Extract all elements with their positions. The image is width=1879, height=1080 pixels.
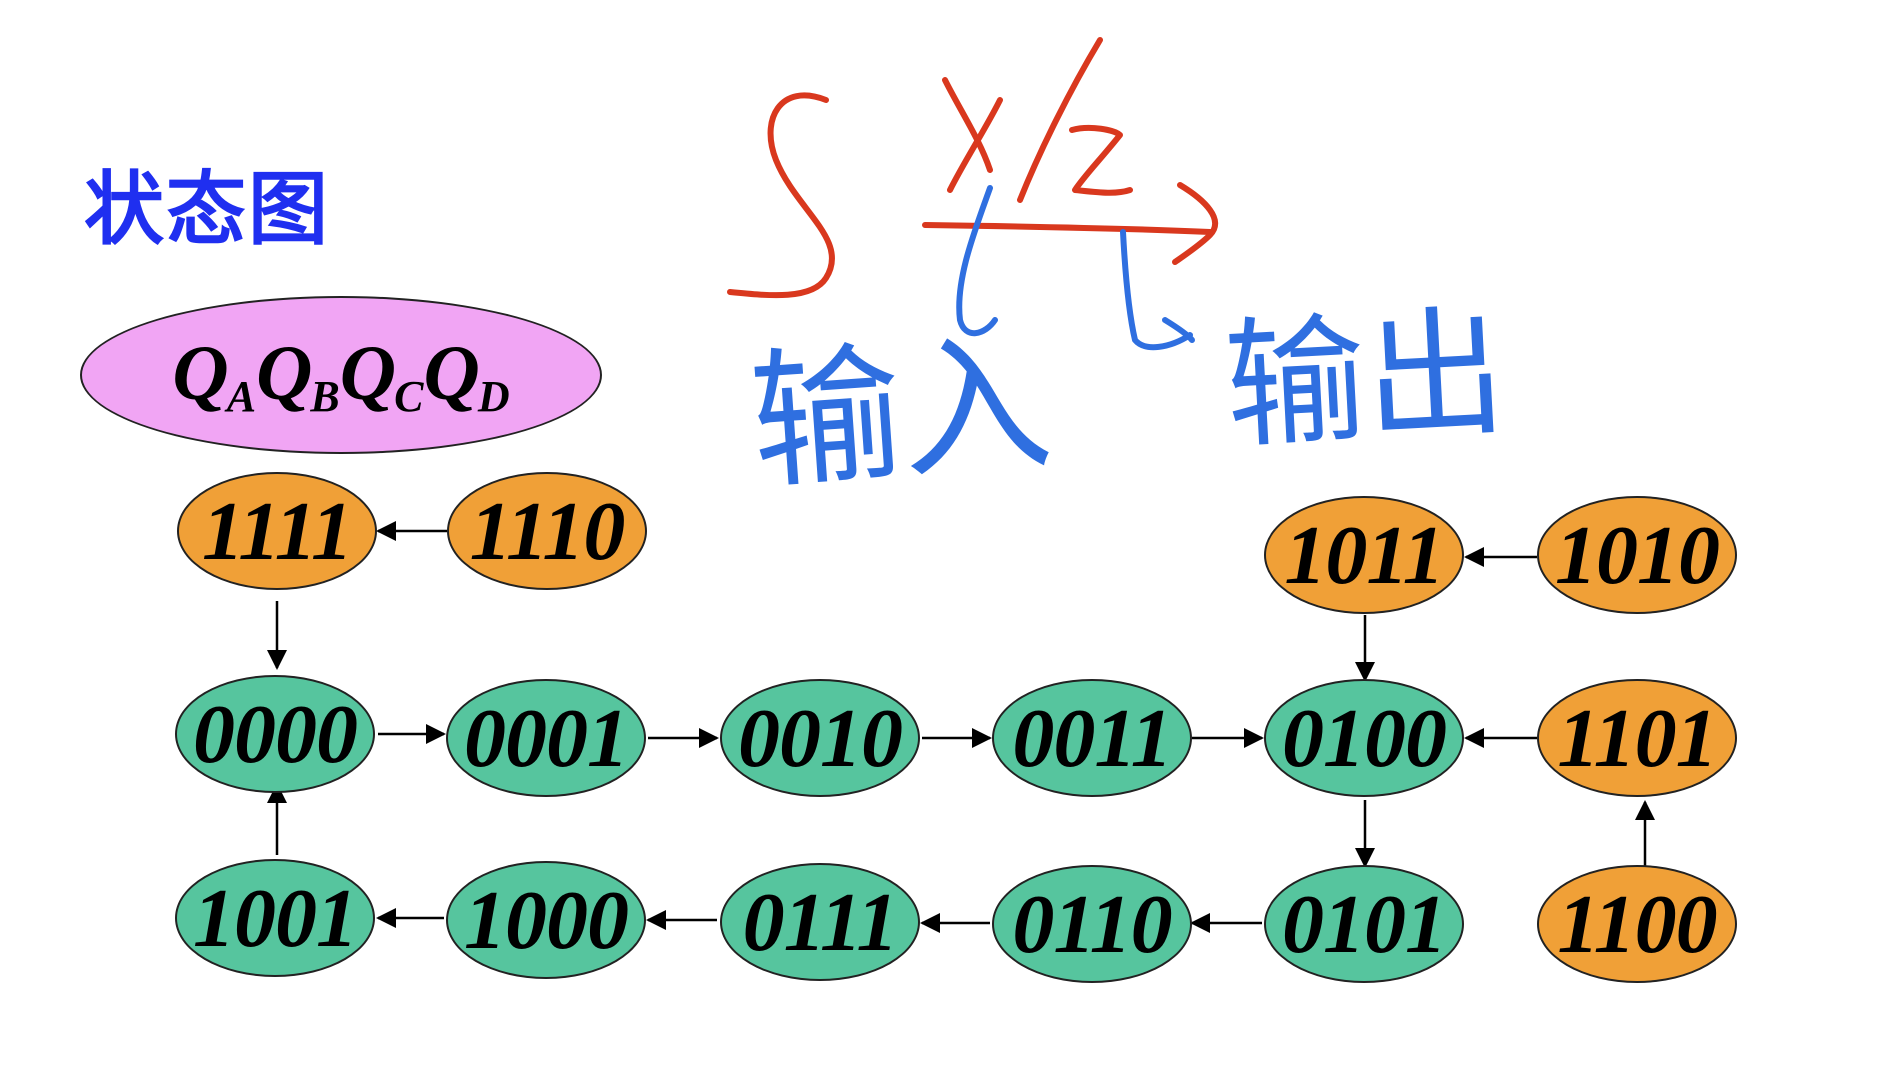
state-node-0000: 0000	[175, 675, 375, 793]
state-node-1001: 1001	[175, 859, 375, 977]
state-node-1000: 1000	[446, 861, 646, 979]
state-node-0101: 0101	[1264, 865, 1464, 983]
legend-sub-d: D	[477, 372, 510, 421]
hw-transition-arrow	[922, 222, 1213, 235]
state-node-0001: 0001	[446, 679, 646, 797]
state-node-0110: 0110	[992, 865, 1192, 983]
state-node-0100: 0100	[1264, 679, 1464, 797]
hw-x-stroke-1	[942, 77, 993, 173]
legend-var-d: Q	[423, 329, 479, 416]
legend-sub-c: C	[394, 372, 424, 421]
hw-slash-stroke	[1017, 37, 1103, 203]
hw-output-label: 输出	[1221, 292, 1509, 469]
legend-sub-a: A	[226, 372, 257, 421]
hw-transition-arrowhead	[1172, 182, 1219, 265]
hw-output-pointer	[1120, 229, 1193, 351]
legend-var-c: Q	[339, 329, 396, 416]
hw-z-stroke	[1069, 124, 1133, 196]
hw-x-stroke-2	[947, 97, 1003, 193]
state-node-0010: 0010	[720, 679, 920, 797]
legend-var-a: Q	[172, 329, 228, 416]
legend-variables: QAQBQCQD	[172, 328, 509, 422]
page-title: 状态图	[84, 163, 330, 256]
hw-input-pointer	[956, 185, 998, 337]
state-node-1010: 1010	[1537, 496, 1737, 614]
state-node-1111: 1111	[177, 472, 377, 590]
legend-var-b: Q	[256, 329, 312, 416]
state-node-0111: 0111	[720, 863, 920, 981]
state-node-1101: 1101	[1537, 679, 1737, 797]
state-node-0011: 0011	[992, 679, 1192, 797]
legend-sub-b: B	[310, 372, 340, 421]
hw-input-label: 输入	[745, 316, 1056, 511]
hw-s-stroke	[727, 92, 835, 299]
legend-ellipse: QAQBQCQD	[80, 296, 602, 454]
state-node-1011: 1011	[1264, 496, 1464, 614]
state-node-1110: 1110	[447, 472, 647, 590]
hw-output-pointer-head	[1162, 317, 1195, 343]
state-node-1100: 1100	[1537, 865, 1737, 983]
